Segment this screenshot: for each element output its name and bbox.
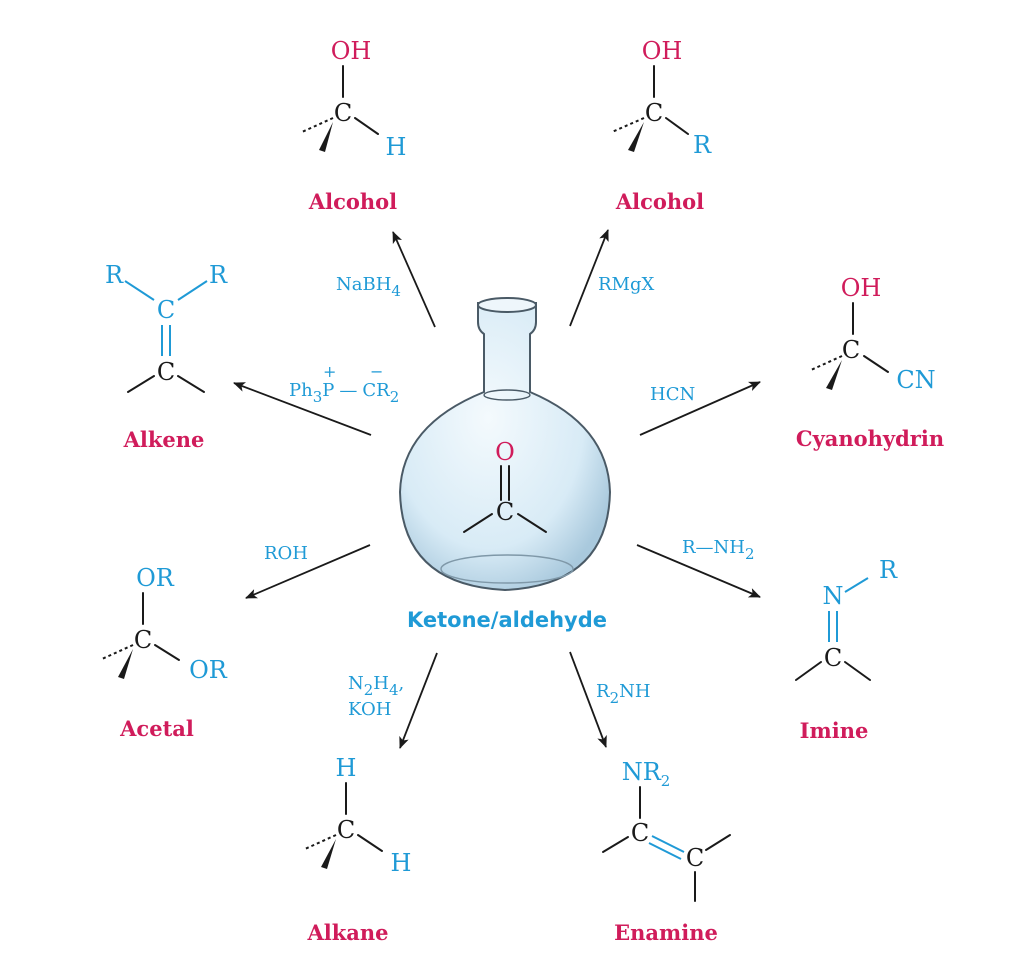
product-cyanohydrin: OH C CN Cyanohydrin (796, 274, 944, 451)
atom-c: C (824, 644, 842, 672)
atom-c2: C (686, 844, 704, 872)
reagent-amine: R—NH2 (682, 537, 755, 563)
atom-oh: OH (331, 37, 372, 65)
arrow-acetal (245, 544, 371, 599)
product-name: Alkene (123, 427, 205, 452)
atom-c-bot: C (157, 358, 175, 386)
atom-r: R (693, 131, 712, 159)
product-name: Cyanohydrin (796, 426, 944, 451)
atom-c: C (842, 336, 860, 364)
wedge-bond (628, 122, 644, 152)
wittig-plus-sign: + (323, 362, 336, 381)
atom-c-top: C (157, 296, 175, 324)
flask-neck-ring (483, 389, 531, 401)
arrow-alcohol-r (569, 229, 609, 327)
center-atom-o: O (495, 438, 515, 466)
product-name: Acetal (119, 716, 194, 741)
atom-oh: OH (642, 37, 683, 65)
reagent-hcn: HCN (650, 384, 695, 405)
reaction-arrows (233, 229, 761, 749)
reagent-nabh4: NaBH4 (336, 274, 401, 300)
atom-r: R (879, 556, 898, 584)
atom-c: C (334, 99, 352, 127)
atom-h: H (386, 133, 407, 161)
flask-rim (477, 297, 537, 313)
atom-c: C (337, 816, 355, 844)
center-bond-left (463, 513, 493, 533)
atom-nr2: NR2 (622, 758, 671, 790)
product-alkane: H C H Alkane (304, 754, 412, 945)
reagent-roh: ROH (264, 543, 308, 564)
product-enamine: NR2 C C Enamine (602, 758, 731, 945)
atom-r1: R (105, 261, 124, 289)
arrow-enamine (569, 651, 607, 748)
arrow-cyanohydrin (639, 381, 761, 436)
flask: O C (398, 297, 612, 592)
atom-or-top: OR (136, 564, 175, 592)
atom-cn: CN (896, 366, 935, 394)
product-alcohol-h: OH C H Alcohol (301, 37, 407, 214)
atom-h-top: H (336, 754, 357, 782)
product-alkene: R R C C Alkene (105, 261, 228, 452)
atom-c: C (134, 626, 152, 654)
wedge-bond (118, 649, 133, 679)
wittig-minus-sign: − (370, 362, 383, 381)
wedge-bond (319, 122, 333, 152)
reagent-r2nh: R2NH (596, 681, 651, 707)
atom-h: H (391, 849, 412, 877)
wedge-bond (321, 839, 336, 869)
product-name: Enamine (614, 920, 718, 945)
flask-liquid-line (440, 554, 574, 584)
reagent-wittig: Ph3P—CR2 + − (289, 362, 399, 406)
product-name: Alcohol (308, 189, 397, 214)
arrow-imine (636, 544, 761, 598)
atom-n: N (823, 582, 844, 610)
atom-c: C (645, 99, 663, 127)
reagent-koh: KOH (348, 699, 391, 720)
arrow-alkene (233, 382, 372, 436)
svg-text:Ph3P—CR2: Ph3P—CR2 (289, 380, 399, 406)
product-name: Alkane (306, 920, 388, 945)
atom-oh: OH (841, 274, 882, 302)
center-label: Ketone/aldehyde (407, 608, 607, 632)
arrow-alkane (399, 652, 438, 749)
reagent-rmgx: RMgX (598, 274, 655, 295)
product-alcohol-r: OH C R Alcohol (611, 37, 712, 214)
wedge-bond (826, 360, 842, 390)
arrow-alcohol-h (392, 231, 436, 328)
product-name: Alcohol (615, 189, 704, 214)
atom-or: OR (189, 656, 228, 684)
product-name: Imine (800, 718, 869, 743)
atom-r2: R (209, 261, 228, 289)
atom-c1: C (631, 819, 649, 847)
center-atom-c: C (496, 498, 514, 526)
flask-body (398, 302, 612, 592)
reagent-hydrazine: N2H4, (348, 673, 404, 699)
product-imine: N R C Imine (795, 556, 898, 743)
center-bond-right (517, 513, 547, 533)
product-acetal: OR C OR Acetal (101, 564, 228, 741)
